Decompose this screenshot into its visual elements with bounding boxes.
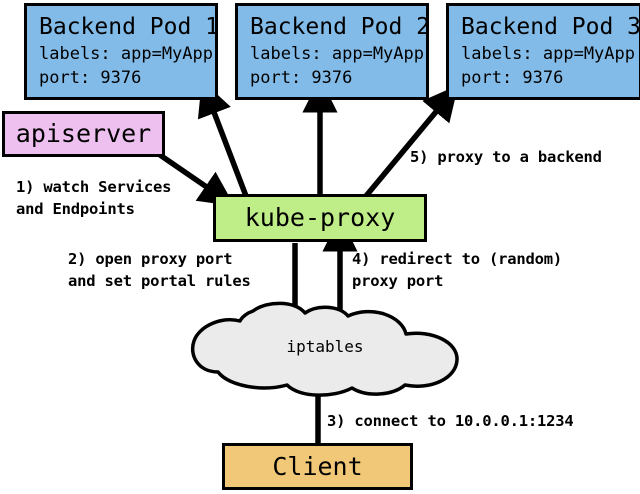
step-5-line-1: 5) proxy to a backend	[410, 148, 602, 166]
step-2-line-2: and set portal rules	[68, 272, 251, 290]
backend-pod-1-port: port: 9376	[39, 67, 142, 88]
apiserver-label: apiserver	[15, 119, 152, 148]
step-3-line-1: 3) connect to 10.0.0.1:1234	[327, 412, 574, 430]
backend-pod-3-labels: labels: app=MyApp	[461, 43, 635, 64]
step-3-label: 3) connect to 10.0.0.1:1234	[327, 410, 574, 432]
step-1-line-1: 1) watch Services	[16, 178, 172, 196]
step-4-label: 4) redirect to (random) proxy port	[352, 248, 562, 292]
client-box[interactable]: Client	[222, 443, 413, 490]
backend-pod-2-box[interactable]: Backend Pod 2 labels: app=MyApp port: 93…	[235, 3, 431, 100]
step-2-line-1: 2) open proxy port	[68, 250, 233, 268]
step-4-line-2: proxy port	[352, 272, 444, 290]
step-5-label: 5) proxy to a backend	[410, 146, 602, 168]
step-1-label: 1) watch Services and Endpoints	[16, 176, 171, 220]
arrow-kubeproxy-to-pod3	[363, 85, 459, 198]
backend-pod-3-port: port: 9376	[461, 67, 564, 88]
backend-pod-3-box[interactable]: Backend Pod 3 labels: app=MyApp port: 93…	[446, 3, 640, 100]
client-label: Client	[272, 451, 363, 481]
iptables-cloud	[191, 301, 459, 397]
backend-pod-2-port: port: 9376	[250, 67, 353, 88]
backend-pod-1-labels: labels: app=MyApp	[39, 43, 213, 64]
backend-pod-2-labels: labels: app=MyApp	[250, 43, 424, 64]
iptables-label: iptables	[286, 337, 364, 356]
arrow-apiserver-to-kubeproxy	[158, 152, 235, 207]
backend-pod-1-box[interactable]: Backend Pod 1 labels: app=MyApp port: 93…	[24, 3, 220, 100]
kube-proxy-box[interactable]: kube-proxy	[213, 194, 427, 242]
step-2-label: 2) open proxy port and set portal rules	[68, 248, 251, 292]
kube-proxy-label: kube-proxy	[244, 203, 396, 232]
backend-pod-1-title: Backend Pod 1	[39, 13, 220, 40]
backend-pod-3-title: Backend Pod 3	[461, 13, 640, 40]
arrow-kubeproxy-to-pod1	[197, 80, 249, 197]
apiserver-box[interactable]: apiserver	[2, 111, 165, 157]
step-4-line-1: 4) redirect to (random)	[352, 250, 563, 268]
backend-pod-2-title: Backend Pod 2	[250, 13, 431, 40]
step-1-line-2: and Endpoints	[16, 200, 135, 218]
